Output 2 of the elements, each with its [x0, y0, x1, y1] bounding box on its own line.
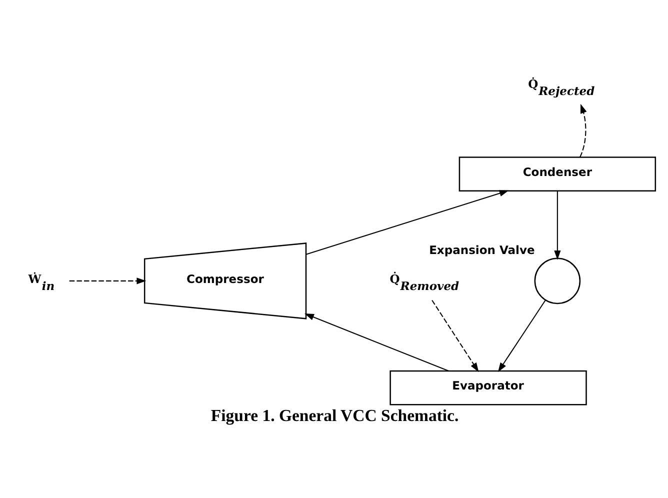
caption: Figure 1. General VCC Schematic. [210, 406, 459, 425]
node-label: Expansion Valve [429, 242, 535, 257]
